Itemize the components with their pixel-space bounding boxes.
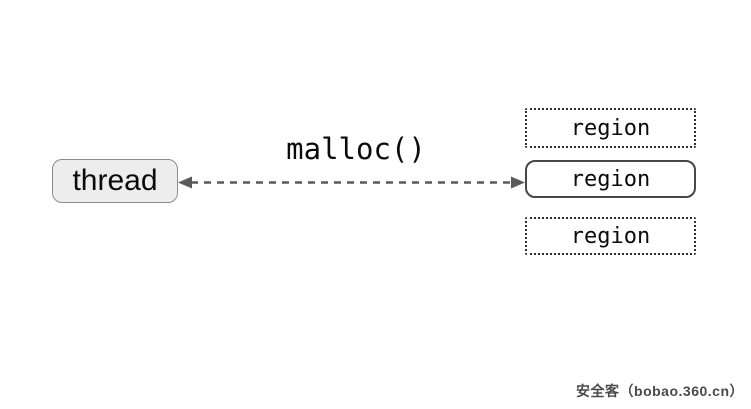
watermark-text: 安全客（bobao.360.cn） <box>576 383 744 399</box>
arrowhead-left-icon <box>178 176 192 189</box>
edge-label-malloc: malloc() <box>286 132 426 166</box>
thread-node-label: thread <box>72 164 158 197</box>
region-node-middle: region <box>525 160 696 198</box>
region-node-top: region <box>525 108 696 148</box>
region-node-bottom: region <box>525 217 696 255</box>
arrowhead-right-icon <box>511 176 525 189</box>
region-node-middle-label: region <box>570 166 651 192</box>
region-node-bottom-label: region <box>570 223 651 249</box>
dashed-bidirectional-arrow <box>178 176 525 189</box>
region-node-top-label: region <box>570 115 651 141</box>
thread-node: thread <box>52 159 178 203</box>
